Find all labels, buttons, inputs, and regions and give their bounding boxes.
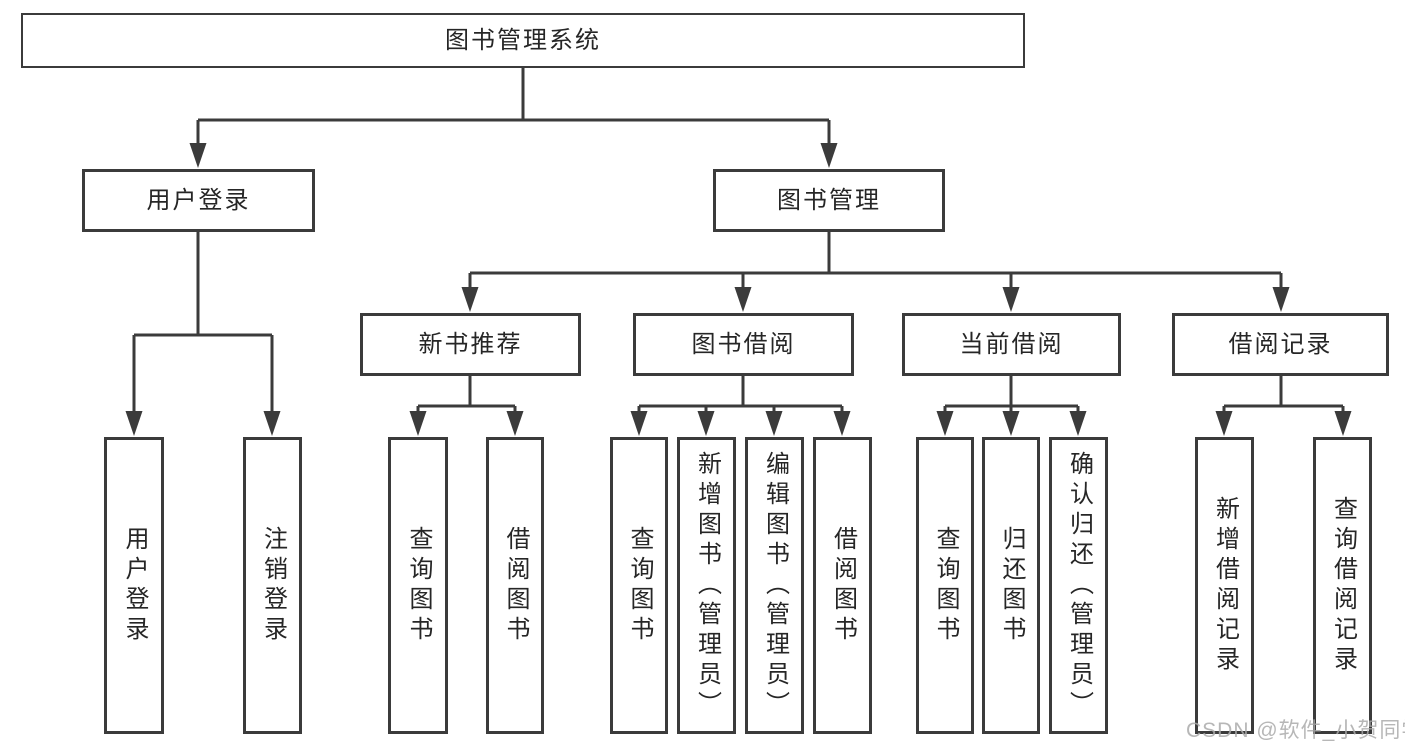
arrowhead-down-icon xyxy=(936,411,954,436)
csdn-watermark: CSDN @软件_小贺同学 xyxy=(1186,719,1405,742)
leaf-add-borrow-record-label: 新增借阅记录 xyxy=(1211,495,1239,676)
arrowhead-down-icon xyxy=(734,287,752,312)
arrowhead-down-icon xyxy=(409,411,427,436)
leaf-logout-label: 注销登录 xyxy=(259,525,287,646)
leaf-confirm-return-admin-label: 确认归还（管理员） xyxy=(1065,450,1093,721)
node-book-management-label: 图书管理 xyxy=(777,186,881,214)
leaf-user-login-label: 用户登录 xyxy=(121,525,148,646)
arrowhead-down-icon xyxy=(630,411,648,436)
arrowhead-down-icon xyxy=(189,143,207,168)
node-root-label: 图书管理系统 xyxy=(445,26,601,54)
arrowhead-down-icon xyxy=(765,411,783,436)
node-new-book-recommend-label: 新书推荐 xyxy=(418,330,523,358)
arrowhead-down-icon xyxy=(1272,287,1290,312)
arrowhead-down-icon xyxy=(1215,411,1233,436)
arrowhead-down-icon xyxy=(1002,411,1020,436)
arrowhead-down-icon xyxy=(1334,411,1352,436)
node-borrow-records: 借阅记录 xyxy=(1172,313,1389,376)
leaf-recommend-query-books-label: 查询图书 xyxy=(405,525,432,646)
node-root: 图书管理系统 xyxy=(21,13,1025,68)
leaf-borrow-query-books: 查询图书 xyxy=(610,437,668,734)
arrowhead-down-icon xyxy=(1002,287,1020,312)
leaf-confirm-return-admin: 确认归还（管理员） xyxy=(1049,437,1108,734)
leaf-current-query-books-label: 查询图书 xyxy=(932,525,959,646)
leaf-return-books: 归还图书 xyxy=(982,437,1040,734)
leaf-add-books-admin-label: 新增图书（管理员） xyxy=(693,450,721,721)
leaf-current-query-books: 查询图书 xyxy=(916,437,974,734)
arrowhead-down-icon xyxy=(125,411,143,436)
leaf-borrow-books-label: 借阅图书 xyxy=(829,525,857,646)
leaf-edit-books-admin: 编辑图书（管理员） xyxy=(745,437,804,734)
node-book-borrowing-label: 图书借阅 xyxy=(691,330,796,358)
leaf-logout: 注销登录 xyxy=(243,437,302,734)
leaf-edit-books-admin-label: 编辑图书（管理员） xyxy=(761,450,789,721)
arrowhead-down-icon xyxy=(820,143,838,168)
node-new-book-recommend: 新书推荐 xyxy=(360,313,581,376)
node-user-login-label: 用户登录 xyxy=(146,186,251,214)
arrowhead-down-icon xyxy=(263,411,281,436)
leaf-recommend-borrow-books: 借阅图书 xyxy=(486,437,544,734)
node-user-login: 用户登录 xyxy=(82,169,315,232)
node-current-borrowing: 当前借阅 xyxy=(902,313,1121,376)
node-borrow-records-label: 借阅记录 xyxy=(1228,330,1333,358)
arrowhead-down-icon xyxy=(506,411,524,436)
leaf-add-books-admin: 新增图书（管理员） xyxy=(677,437,736,734)
leaf-borrow-query-books-label: 查询图书 xyxy=(626,525,653,646)
leaf-return-books-label: 归还图书 xyxy=(998,525,1025,646)
arrowhead-down-icon xyxy=(1069,411,1087,436)
node-current-borrowing-label: 当前借阅 xyxy=(959,330,1064,358)
node-book-management: 图书管理 xyxy=(713,169,945,232)
leaf-query-borrow-record-label: 查询借阅记录 xyxy=(1329,495,1357,676)
arrowhead-down-icon xyxy=(461,287,479,312)
leaf-recommend-borrow-books-label: 借阅图书 xyxy=(502,525,529,646)
leaf-query-borrow-record: 查询借阅记录 xyxy=(1313,437,1372,734)
leaf-add-borrow-record: 新增借阅记录 xyxy=(1195,437,1254,734)
node-book-borrowing: 图书借阅 xyxy=(633,313,854,376)
arrowhead-down-icon xyxy=(697,411,715,436)
arrowhead-down-icon xyxy=(833,411,851,436)
leaf-recommend-query-books: 查询图书 xyxy=(388,437,448,734)
leaf-borrow-books: 借阅图书 xyxy=(813,437,872,734)
leaf-user-login: 用户登录 xyxy=(104,437,164,734)
